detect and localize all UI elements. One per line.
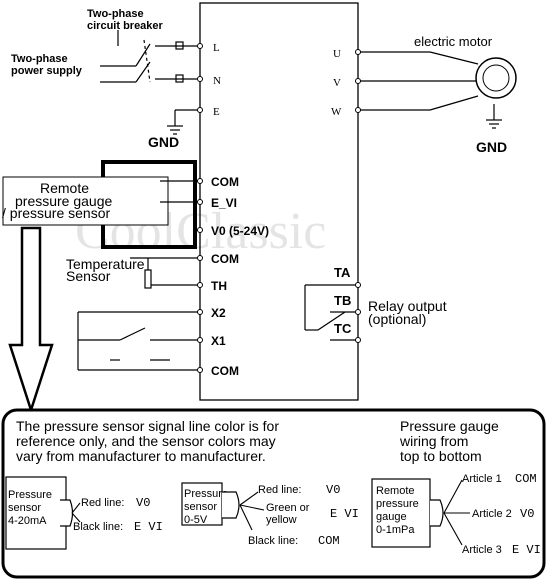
terminal-x2: X2: [211, 306, 226, 320]
sensor3-line2-label: Article 2: [472, 508, 512, 520]
motor-icon: [475, 57, 517, 99]
gnd-right-label: GND: [476, 139, 507, 155]
gnd-left-label: GND: [148, 134, 179, 150]
terminal-com-2: COM: [211, 252, 239, 266]
note-line-1: The pressure sensor signal line color is…: [16, 418, 279, 434]
gauge-heading-2: wiring from: [399, 433, 468, 449]
sensor3-name-1: Remote: [376, 485, 415, 497]
relay-label-1: Relay output: [368, 298, 447, 314]
terminal-W: W: [331, 106, 342, 118]
relay-label-2: (optional): [368, 311, 426, 327]
remote-label-1: Remote: [40, 180, 89, 196]
sensor3-name-3: gauge: [376, 511, 407, 523]
sensor2-line2-term: E VI: [330, 507, 359, 521]
sensor2-line3-term: COM: [318, 534, 340, 548]
supply-label-2: power supply: [11, 65, 83, 77]
terminal-v0: V0 (5-24V): [211, 224, 269, 238]
sensor2-line1-term: V0: [326, 483, 340, 497]
sensor2-line1-label: Red line:: [258, 484, 301, 496]
sensor3-line2-term: V0: [520, 507, 534, 521]
remote-label-2: pressure gauge: [15, 193, 113, 209]
note-line-3: vary from manufacturer to manufacturer.: [16, 448, 266, 464]
remote-label-box: [2, 176, 169, 226]
terminal-tb: TB: [334, 293, 351, 308]
terminal-th: TH: [211, 279, 227, 293]
sensor3-line1-label: Article 1: [462, 473, 502, 485]
down-arrow-icon: [8, 226, 54, 415]
terminal-L: L: [213, 42, 220, 54]
sensor3-line3-term: E VI: [512, 543, 541, 557]
sensor2-name-3: 0-5V: [184, 514, 208, 526]
terminal-V: V: [333, 77, 341, 89]
sensor1-line1-label: Red line:: [81, 497, 124, 509]
sensor2-line2-label2: yellow: [266, 514, 297, 526]
terminal-U: U: [333, 48, 341, 60]
motor-wiring: [358, 51, 502, 129]
terminal-e-vi: E_VI: [211, 196, 237, 210]
note-line-2: reference only, and the sensor colors ma…: [16, 433, 276, 449]
sensor2-line2-label: Green or: [266, 502, 310, 514]
sensor1-name-3: 4-20mA: [8, 515, 47, 527]
sensor3-name-2: pressure: [376, 498, 419, 510]
sensor1-line1-term: V0: [136, 496, 150, 510]
sensor1-name-2: sensor: [8, 502, 41, 514]
breaker-label-2: circuit breaker: [87, 20, 164, 32]
temperature-label-2: Sensor: [66, 268, 111, 284]
relay-wiring: [304, 284, 358, 341]
terminal-ta: TA: [334, 265, 351, 280]
terminal-x1: X1: [211, 334, 226, 348]
terminal-N: N: [213, 75, 221, 87]
sensor3-line3-label: Article 3: [462, 544, 502, 556]
terminal-E: E: [213, 106, 220, 118]
breaker-label-1: Two-phase: [87, 8, 144, 20]
sensor3-line1-term: COM: [515, 472, 537, 486]
sensor2-name-2: sensor: [184, 501, 217, 513]
sensor2-name-1: Pressure: [184, 488, 228, 500]
gauge-heading-1: Pressure gauge: [400, 418, 499, 434]
control-wiring: [77, 180, 200, 371]
terminal-tc: TC: [334, 321, 352, 336]
motor-label: electric motor: [414, 34, 493, 49]
control-terminal-dots: [197, 178, 203, 373]
gauge-heading-3: top to bottom: [400, 448, 482, 464]
sensor2-line3-label: Black line:: [248, 535, 298, 547]
sensor1-name-1: Pressure: [8, 489, 52, 501]
sensor1-line2-label: Black line:: [73, 521, 123, 533]
temperature-label-1: Temperature: [66, 256, 145, 272]
remote-label-3: / pressure sensor: [2, 205, 110, 221]
sensor1-line2-term: E VI: [134, 520, 163, 534]
terminal-com-1: COM: [211, 175, 239, 189]
breaker-wiring: [100, 30, 200, 135]
supply-label-1: Two-phase: [11, 53, 68, 65]
sensor3-name-4: 0-1mPa: [376, 524, 415, 536]
info-panel: [1, 408, 546, 579]
terminal-com-3: COM: [211, 364, 239, 378]
